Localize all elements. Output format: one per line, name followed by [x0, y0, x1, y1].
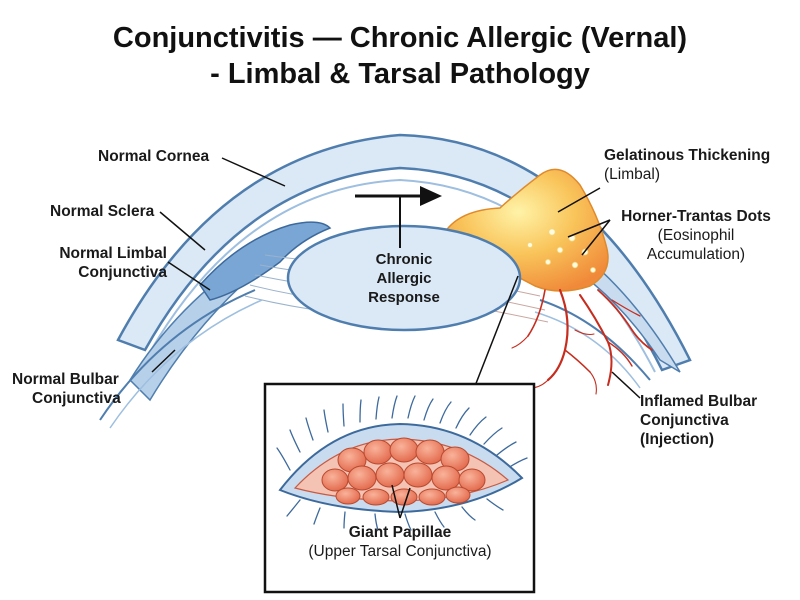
label-gelatinous-thickening: Gelatinous Thickening (Limbal) [604, 146, 770, 184]
label-normal-limbal-line2: Conjunctiva [78, 264, 167, 281]
label-giant-papillae: Giant Papillae (Upper Tarsal Conjunctiva… [268, 523, 532, 561]
left-limbal-conjunctiva [199, 221, 332, 301]
label-normal-sclera-text: Normal Sclera [50, 203, 155, 220]
label-chronic-line2: Allergic [376, 270, 432, 287]
label-normal-cornea-text: Normal Cornea [98, 148, 210, 165]
label-inflamed-bulbar-conjunctiva: Inflamed Bulbar Conjunctiva (Injection) [640, 392, 757, 449]
inflamed-vessels [511, 288, 653, 395]
label-inflamed-line3: (Injection) [640, 431, 715, 448]
allergic-response-lens [286, 224, 522, 332]
label-normal-limbal-line1: Normal Limbal [59, 245, 167, 262]
label-normal-bulbar-line1: Normal Bulbar [12, 371, 119, 388]
title-line-1: Conjunctivitis — Chronic Allergic (Verna… [112, 22, 688, 54]
label-horner-line3: Accumulation) [646, 246, 746, 263]
label-horner-trantas-dots: Horner-Trantas Dots (Eosinophil Accumula… [612, 207, 780, 264]
label-normal-sclera: Normal Sclera [50, 202, 154, 221]
eyelid-illustration [276, 395, 528, 531]
label-gelatinous-line2: (Limbal) [604, 166, 660, 183]
label-normal-bulbar-line2: Conjunctiva [32, 390, 121, 407]
label-chronic-line1: Chronic [375, 251, 433, 268]
giant-papillae [321, 437, 486, 506]
label-chronic-allergic-response: Chronic Allergic Response [344, 250, 464, 307]
label-horner-line2: (Eosinophil [657, 227, 735, 244]
label-normal-limbal-conjunctiva: Normal Limbal Conjunctiva [22, 244, 167, 282]
label-giant-line1: Giant Papillae [348, 524, 452, 541]
direction-arrow [355, 186, 442, 248]
leader-lines [151, 157, 641, 399]
horner-trantas-dots [527, 228, 596, 273]
label-inflamed-line2: Conjunctiva [640, 412, 729, 429]
label-normal-cornea: Normal Cornea [98, 147, 209, 166]
label-inflamed-line1: Inflamed Bulbar [640, 393, 758, 410]
title-line-2: - Limbal & Tarsal Pathology [210, 58, 590, 90]
label-chronic-line3: Response [368, 289, 440, 306]
label-giant-line2: (Upper Tarsal Conjunctiva) [308, 543, 492, 560]
label-horner-line1: Horner-Trantas Dots [621, 208, 771, 225]
label-gelatinous-line1: Gelatinous Thickening [604, 147, 771, 164]
diagram-title: Conjunctivitis — Chronic Allergic (Verna… [0, 20, 800, 92]
label-normal-bulbar-conjunctiva: Normal Bulbar Conjunctiva [12, 370, 121, 408]
